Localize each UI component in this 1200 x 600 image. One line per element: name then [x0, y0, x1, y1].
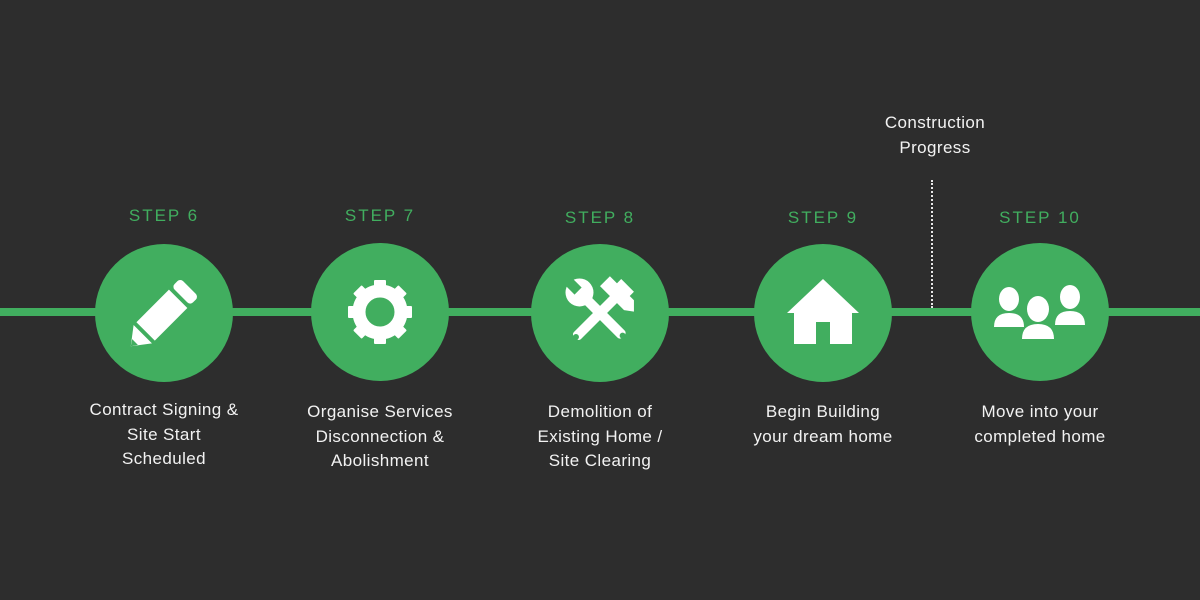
step-10: STEP 10 Move into your completed home [930, 0, 1150, 600]
step-7: STEP 7 Organise Services Disconnection &… [270, 0, 490, 600]
step-description: Contract Signing & Site Start Scheduled [89, 400, 239, 468]
family-icon [994, 285, 1085, 339]
tools-icon [563, 276, 634, 341]
step-circle [754, 244, 892, 382]
house-icon [787, 279, 859, 344]
pencil-icon [130, 280, 197, 347]
step-6: STEP 6 Contract Signing & Site Start Sch… [54, 0, 274, 600]
step-circle [531, 244, 669, 382]
step-circle [95, 244, 233, 382]
gear-icon [348, 280, 412, 344]
step-circle [971, 243, 1109, 381]
step-9: STEP 9 Begin Building your dream home [713, 0, 933, 600]
construction-progress-label: Construction Progress [884, 113, 986, 157]
step-label: STEP 6 [128, 206, 200, 225]
step-label: STEP 7 [344, 206, 416, 225]
step-label: STEP 8 [564, 208, 636, 227]
step-description: Move into your completed home [974, 402, 1106, 446]
step-label: STEP 9 [787, 208, 859, 227]
step-description: Demolition of Existing Home / Site Clear… [537, 402, 663, 470]
step-8: STEP 8 Demolition of Existing Home / Sit… [490, 0, 710, 600]
progress-divider [931, 180, 933, 308]
step-description: Organise Services Disconnection & Abolis… [307, 402, 453, 470]
step-circle [311, 243, 449, 381]
step-description: Begin Building your dream home [753, 402, 893, 446]
step-label: STEP 10 [999, 208, 1081, 227]
